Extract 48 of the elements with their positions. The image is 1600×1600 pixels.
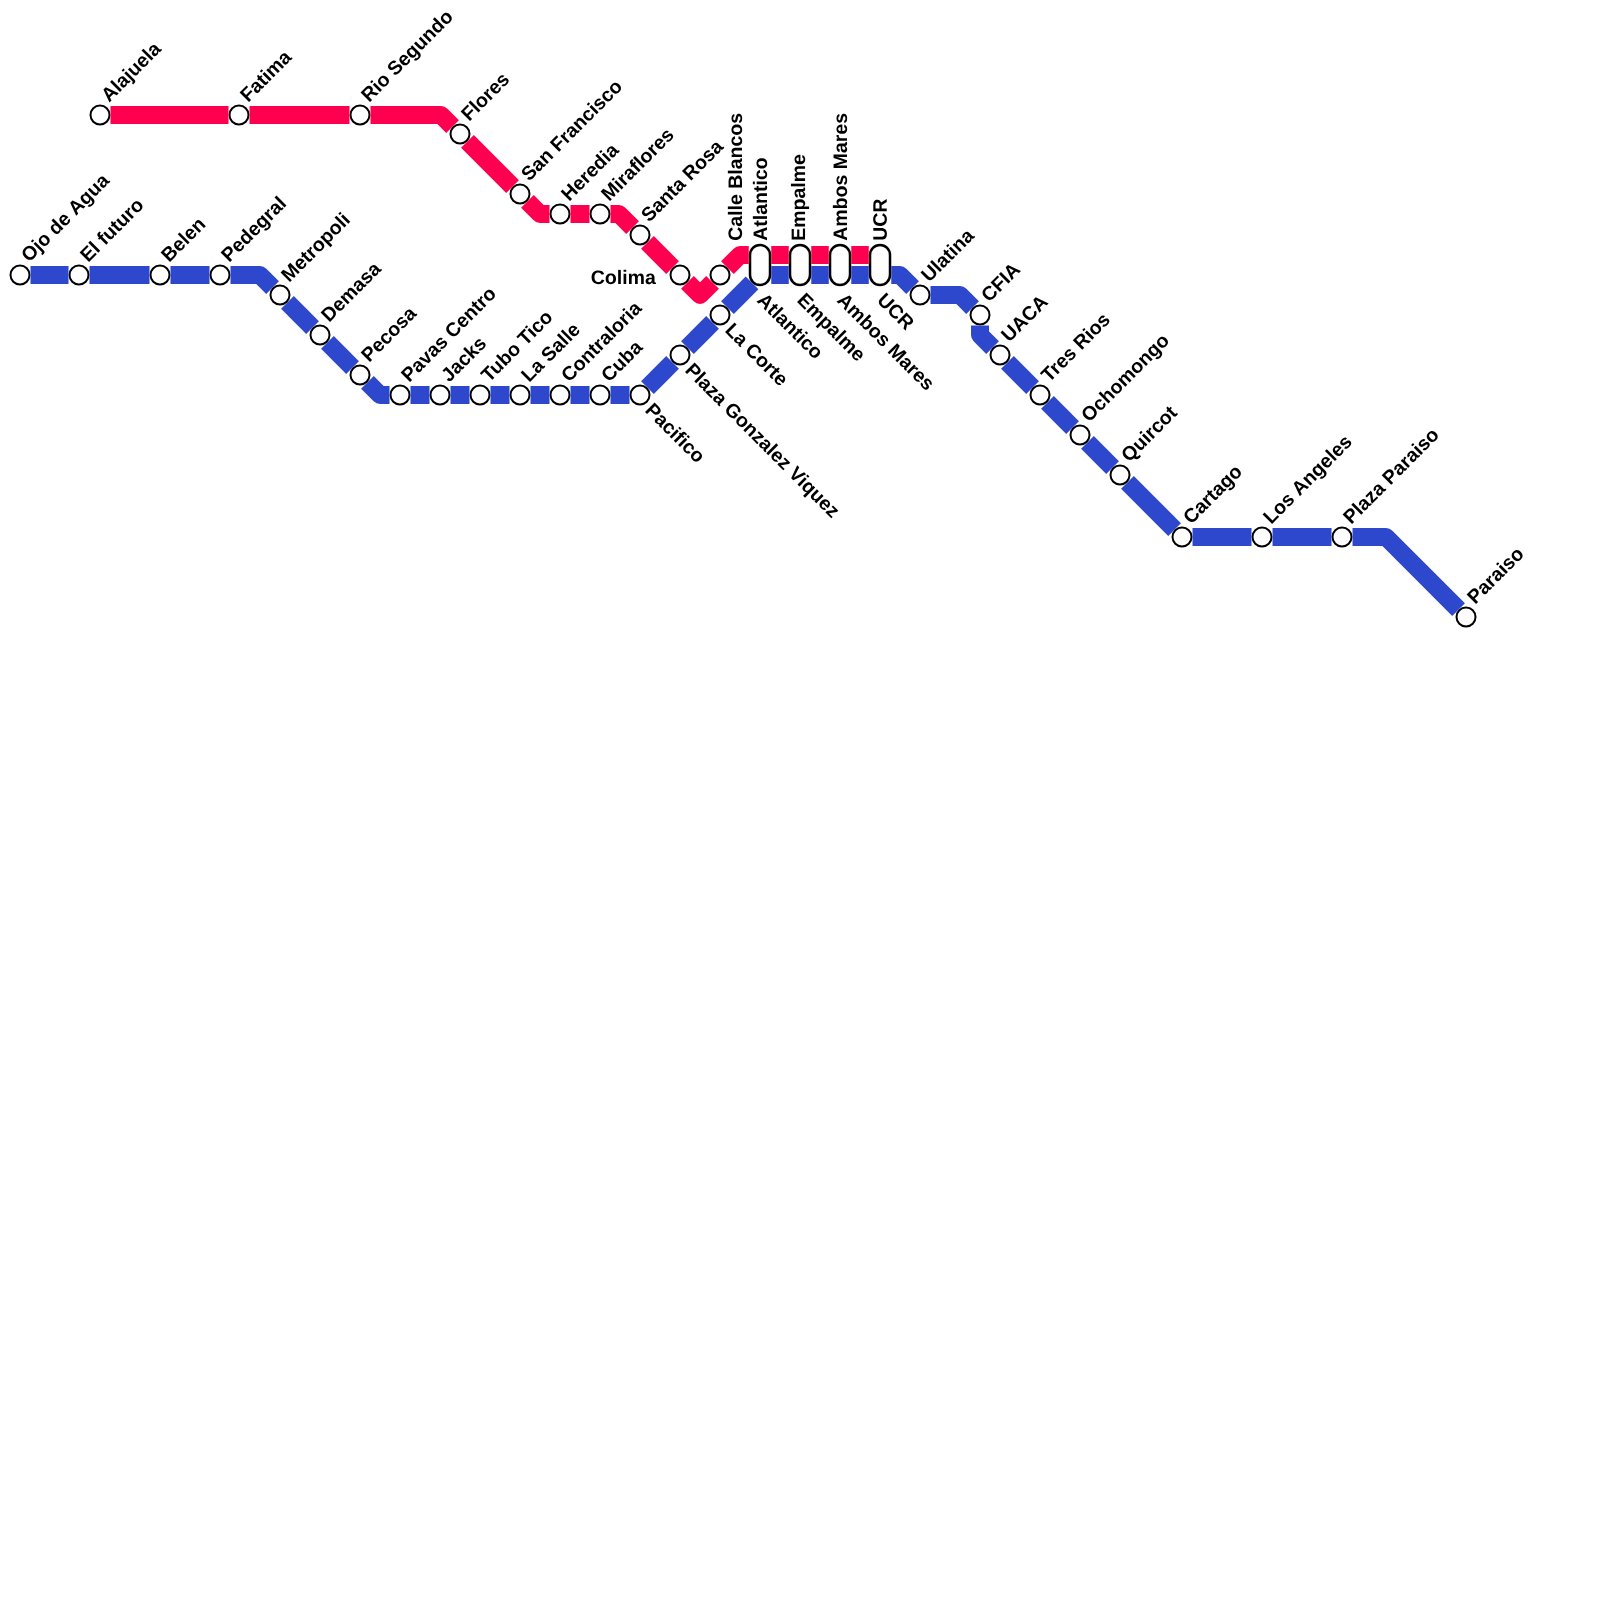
route-line: [811, 266, 829, 284]
route-line: [771, 266, 789, 284]
route-line: [361, 376, 390, 404]
route-line: [971, 325, 999, 354]
route-line: [249, 106, 350, 124]
route-line: [930, 286, 979, 314]
station-name: UCR: [873, 198, 887, 240]
route-line: [721, 276, 759, 314]
route-line: [721, 246, 749, 274]
route-line: [30, 266, 69, 284]
station-name: Calle Blancos: [727, 113, 743, 240]
route-line: [281, 296, 319, 334]
route-line: [230, 266, 279, 294]
route-line: [610, 205, 639, 234]
route-line: [851, 246, 869, 264]
route-line: [1121, 476, 1181, 536]
station-name: Empalme: [790, 154, 810, 240]
route-line: [461, 135, 519, 193]
route-line: [521, 195, 550, 223]
route-line: [570, 386, 590, 404]
route-line: [641, 236, 679, 274]
route-line: [410, 386, 430, 404]
route-line: [641, 356, 679, 394]
route-line: [1352, 528, 1465, 616]
route-line: [1081, 436, 1119, 474]
route-line: [570, 205, 590, 223]
route-line: [811, 246, 829, 264]
station-name: Colima: [591, 269, 656, 285]
route-line: [1192, 528, 1252, 546]
route-line: [450, 386, 470, 404]
route-line: [170, 266, 210, 284]
route-line: [490, 386, 510, 404]
route-line: [1041, 396, 1079, 434]
route-line: [1001, 356, 1039, 394]
route-line: [1272, 528, 1332, 546]
station-name: Ambos Mares: [832, 113, 848, 241]
station-name: Atlantico: [752, 158, 768, 241]
route-line: [681, 316, 719, 354]
route-line: [530, 386, 550, 404]
route-line: [321, 336, 359, 374]
route-line: [771, 246, 789, 264]
route-line: [681, 276, 719, 304]
route-line: [89, 266, 150, 284]
route-line: [891, 266, 919, 294]
route-line: [110, 106, 229, 124]
route-line: [370, 106, 459, 133]
route-line: [610, 386, 630, 404]
route-line: [851, 266, 869, 284]
